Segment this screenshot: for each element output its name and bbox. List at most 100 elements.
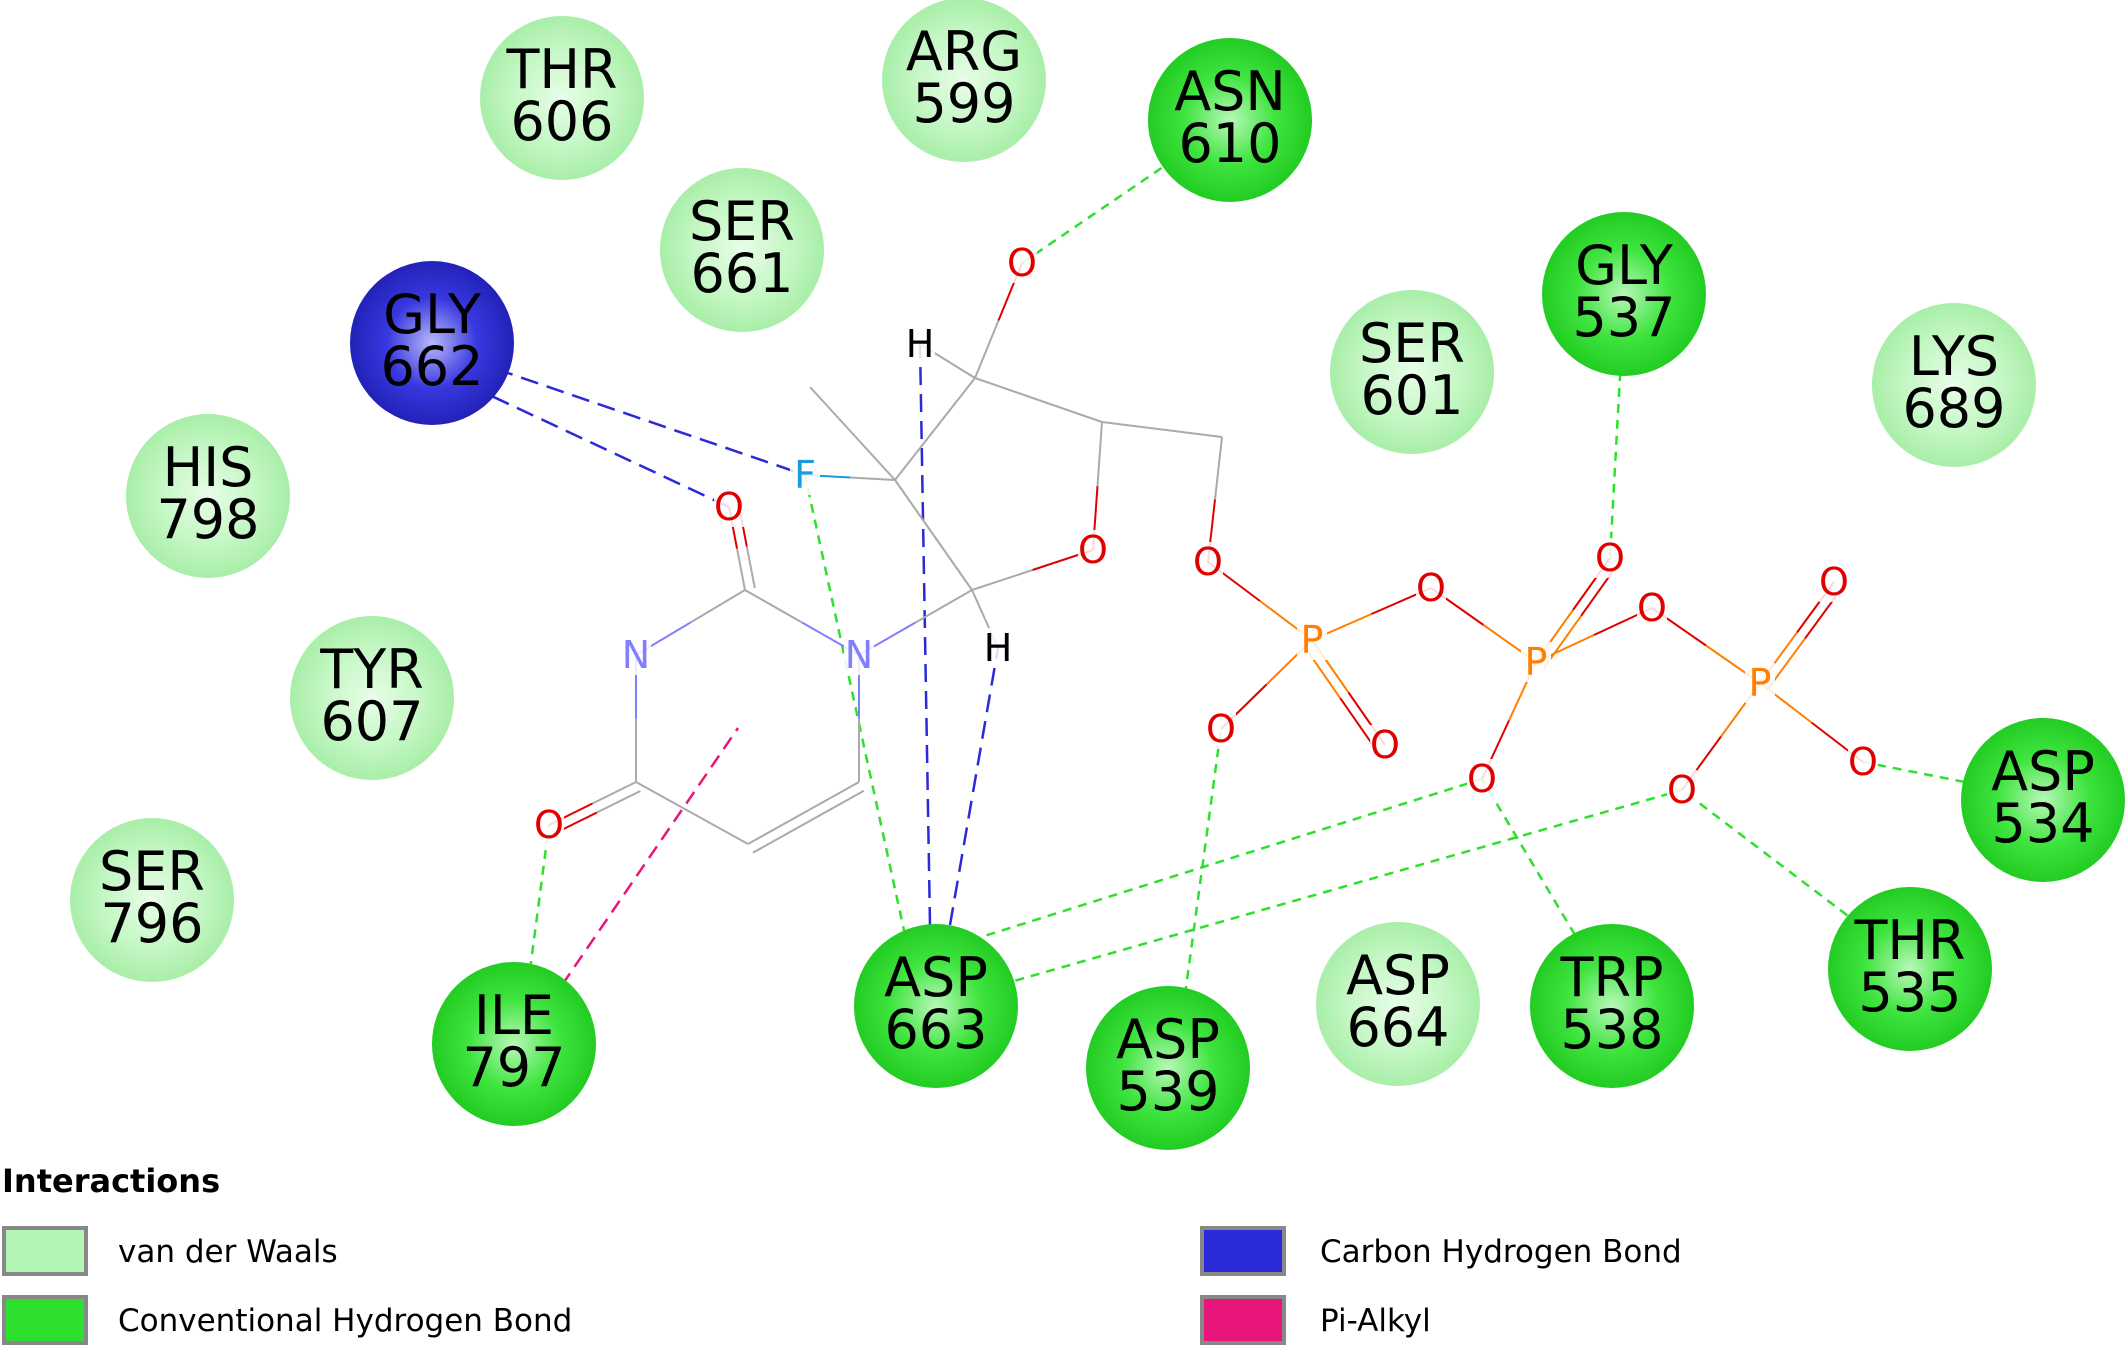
bond-segment <box>807 789 865 823</box>
interaction-line-asp663-o-p3d <box>999 788 1683 987</box>
interaction-line-asp663-f <box>803 474 907 936</box>
atom-label-bg <box>1667 770 1697 810</box>
atom-label-bg <box>1193 542 1223 582</box>
atom-oxygen-label: O <box>1848 740 1878 784</box>
interaction-line-gly537-o-p2up <box>1608 339 1624 559</box>
residue-name: GLY <box>1575 234 1674 297</box>
atom-label-bg <box>1370 725 1400 765</box>
residue-number: 664 <box>1346 996 1449 1059</box>
legend-item-ch-bond: Carbon Hydrogen Bond <box>1200 1226 1682 1276</box>
atom-oxygen-label: O <box>1416 566 1446 610</box>
atom-label-bg <box>1521 642 1551 682</box>
legend-swatch-ch-bond <box>1200 1226 1286 1276</box>
atom-phosphorus-label: P <box>1525 640 1548 684</box>
atom-oxygen-label: O <box>1595 536 1625 580</box>
residue-number: 538 <box>1560 998 1663 1061</box>
residue-number: 797 <box>462 1036 565 1099</box>
atom-oxygen-label: O <box>1206 707 1236 751</box>
residue-name: HIS <box>163 436 254 499</box>
residue-circle <box>660 168 824 332</box>
residue-number: 599 <box>912 72 1015 135</box>
residue-circle <box>1872 303 2036 467</box>
atom-oxygen-label: O <box>1370 723 1400 767</box>
residue-number: 796 <box>100 892 203 955</box>
bond-segment <box>894 428 936 481</box>
bond-segment <box>596 790 641 814</box>
legend-title: Interactions <box>2 1162 220 1200</box>
residue-circle <box>480 16 644 180</box>
residue-number: 607 <box>320 690 423 753</box>
residue-number: 689 <box>1902 377 2005 440</box>
atom-fluorine-label: F <box>794 453 816 497</box>
residue-name: GLY <box>383 283 482 346</box>
atom-phosphorus-label: P <box>1749 661 1772 705</box>
atom-label-bg <box>983 628 1013 668</box>
residue-circle <box>1086 986 1250 1150</box>
residue-name: THR <box>505 38 617 101</box>
atom-nitrogen-label: N <box>622 633 650 677</box>
bond-segment <box>932 534 973 591</box>
residue-circle <box>1961 718 2125 882</box>
atom-nitrogen-label: N <box>845 633 873 677</box>
legend-label-ch-bond: Carbon Hydrogen Bond <box>1320 1234 1682 1270</box>
residue-number: 663 <box>884 998 987 1061</box>
legend-item-vdw: van der Waals <box>2 1226 338 1276</box>
atom-oxygen-label: O <box>1819 560 1849 604</box>
bond-segment <box>635 781 693 814</box>
interaction-line-asp539-o-p1c <box>1183 728 1223 996</box>
residue-circle <box>854 924 1018 1088</box>
bond-segment <box>915 589 973 624</box>
residue-circle <box>126 414 290 578</box>
bond-segment <box>803 781 860 814</box>
interaction-line-thr535-o-p3d <box>1681 789 1861 926</box>
legend-swatch-vdw <box>2 1226 88 1276</box>
interaction-line-trp538-o-p2d <box>1480 778 1577 936</box>
atom-hydrogen-label: H <box>984 626 1013 670</box>
residue-number: 539 <box>1116 1060 1219 1123</box>
residue-number: 662 <box>380 335 483 398</box>
bond-segment <box>592 781 637 805</box>
residue-number: 537 <box>1572 286 1675 349</box>
bond-segment <box>974 320 1000 379</box>
bond-segment <box>747 812 804 845</box>
residue-circle <box>1542 212 1706 376</box>
residue-name: TYR <box>319 638 424 701</box>
atom-oxygen-label: O <box>1007 241 1037 285</box>
bond-segment <box>736 548 746 591</box>
residue-circle <box>350 261 514 425</box>
atom-label-bg <box>905 324 935 364</box>
atom-label-bg <box>1595 538 1625 578</box>
interaction-line-asp663-h1 <box>918 343 932 926</box>
residue-circle <box>1316 922 1480 1086</box>
atom-label-bg <box>1819 562 1849 602</box>
bond-segment <box>974 377 1039 401</box>
atom-oxygen-label: O <box>714 485 744 529</box>
residue-circle <box>882 0 1046 162</box>
residue-number: 798 <box>156 488 259 551</box>
atom-label-bg <box>1745 663 1775 703</box>
residue-name: ASP <box>1116 1008 1220 1071</box>
residue-circle <box>432 962 596 1126</box>
bond-segment <box>1161 428 1223 438</box>
bond-segment <box>1214 436 1223 500</box>
atom-oxygen-label: O <box>1467 757 1497 801</box>
residue-number: 534 <box>1991 792 2094 855</box>
bond-segment <box>851 432 896 481</box>
residue-name: ILE <box>474 984 554 1047</box>
residue-circle <box>1330 290 1494 454</box>
legend-item-pi-alkyl: Pi-Alkyl <box>1200 1295 1431 1345</box>
